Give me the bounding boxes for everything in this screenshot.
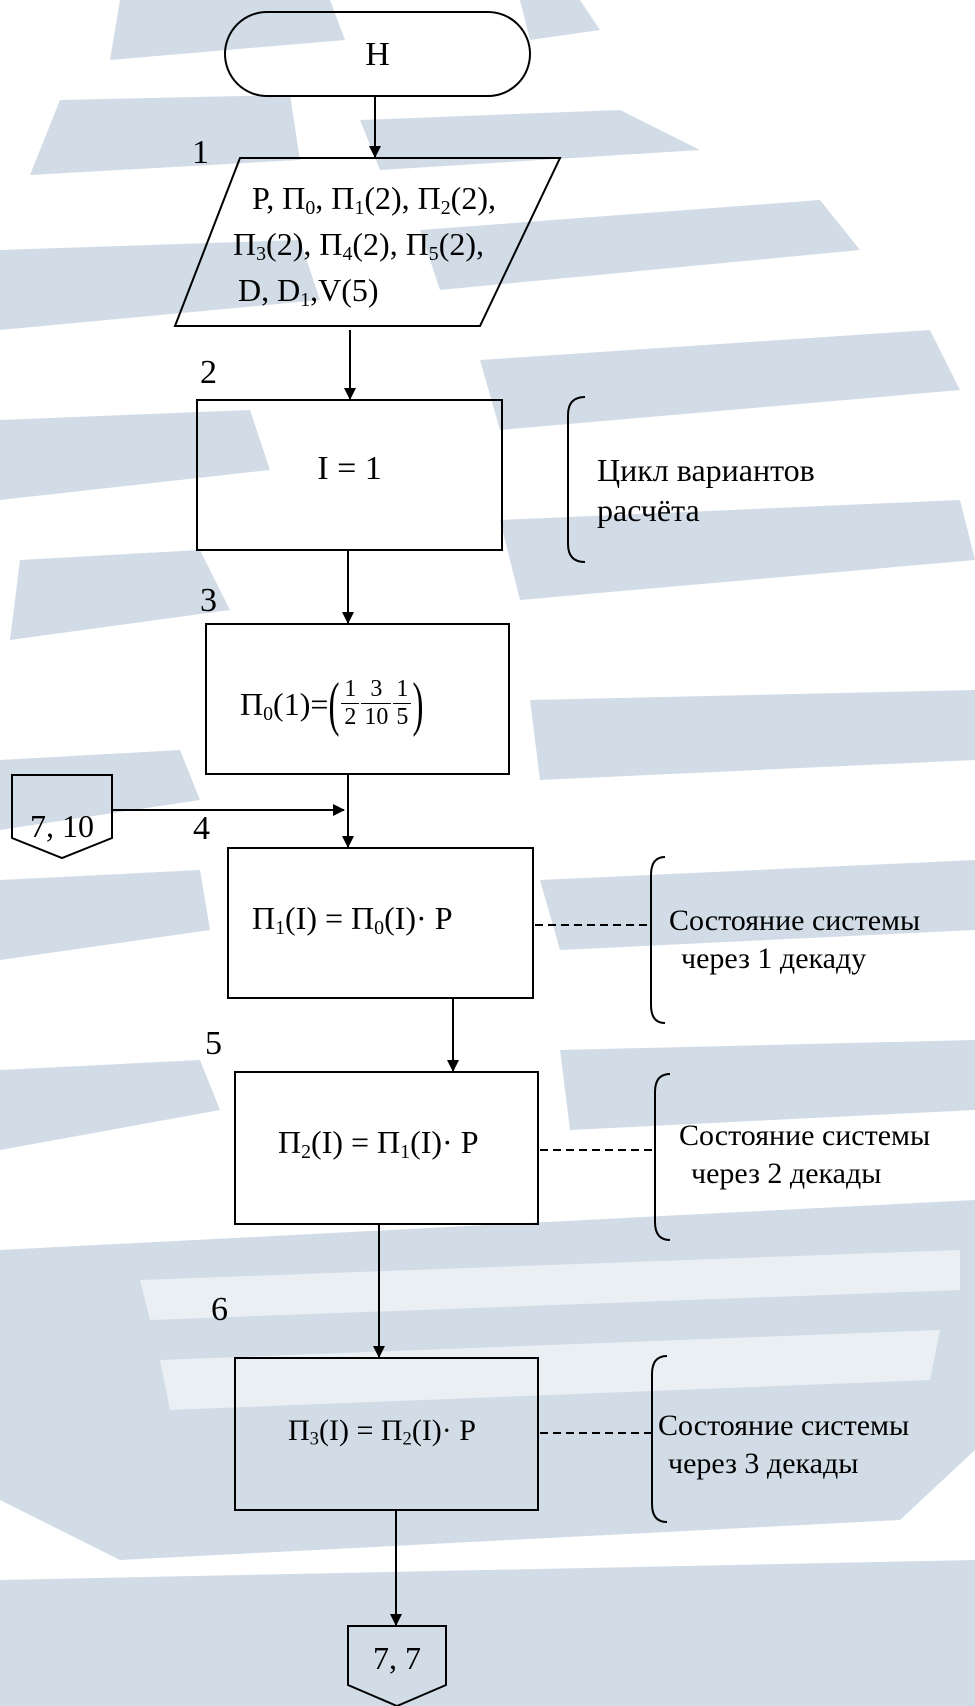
block-4-number: 4 <box>193 810 210 847</box>
block-3-shape <box>205 623 510 775</box>
watermark-sail-14 <box>560 1040 975 1130</box>
block-3-number: 3 <box>200 582 217 619</box>
block-2-shape <box>196 399 503 551</box>
block-6-number: 6 <box>211 1291 228 1328</box>
block-6-formula: Π3(I) = Π2(I)· P <box>288 1414 476 1450</box>
state1-note-line-2: через 1 декаду <box>681 942 867 975</box>
watermark-sail-top <box>110 0 345 60</box>
watermark-sail-7 <box>10 550 230 640</box>
loop-note: Цикл вариантов расчёта <box>597 450 815 530</box>
watermark-sail-9 <box>0 750 200 830</box>
state3-note: Состояние системы через 3 декады <box>658 1407 909 1483</box>
watermark-sail-5 <box>0 410 270 500</box>
incoming-connector-label: 7, 10 <box>30 808 94 844</box>
state2-bracket <box>654 1073 671 1241</box>
outgoing-connector-label: 7, 7 <box>373 1640 421 1676</box>
block-4-shape <box>227 847 534 999</box>
start-label: Н <box>365 36 390 73</box>
state3-bracket <box>651 1355 668 1523</box>
incoming-connector-shape <box>11 774 113 860</box>
block-2-number: 2 <box>200 354 217 391</box>
state1-bracket <box>650 856 666 1024</box>
watermark-sail-6 <box>480 330 960 430</box>
watermark-sail-11 <box>0 870 210 960</box>
block-6-shape <box>234 1357 539 1511</box>
block-5-formula: Π2(I) = Π1(I)· P <box>278 1124 479 1163</box>
watermark-mast-top <box>520 0 600 40</box>
watermark-sail-2 <box>360 110 700 170</box>
state3-note-line-2: через 3 декады <box>668 1447 859 1480</box>
loop-bracket <box>567 396 586 563</box>
start-terminator-shape <box>224 11 531 97</box>
block-4-formula: Π1(I) = Π0(I)· P <box>252 900 453 939</box>
block-1-number: 1 <box>192 134 209 171</box>
watermark-sail-12 <box>540 860 975 950</box>
state1-note-line-1: Состояние системы <box>669 904 921 937</box>
state2-note-line-1: Состояние системы <box>679 1119 931 1152</box>
block-1-line-2: Π3(2), Π4(2), Π5(2), <box>233 226 485 265</box>
loop-note-line-2: расчёта <box>597 492 700 528</box>
block-1-line-3: D, D1,V(5) <box>238 272 379 311</box>
state1-note: Состояние системы через 1 декаду <box>669 902 920 978</box>
outgoing-connector-shape <box>347 1625 447 1706</box>
state2-note-line-2: через 2 декады <box>691 1157 882 1190</box>
block-5-number: 5 <box>205 1025 222 1062</box>
watermark-keel <box>0 1560 975 1706</box>
block-1-line-1: P, Π0, Π1(2), Π2(2), <box>252 180 496 219</box>
watermark-sail-3 <box>0 240 320 330</box>
watermark-sail-1 <box>30 95 300 175</box>
watermark-sail-10 <box>530 690 975 780</box>
block-1-io-shape <box>173 157 562 327</box>
block-5-shape <box>234 1071 539 1225</box>
block-2-text: I = 1 <box>317 450 382 487</box>
state3-note-line-1: Состояние системы <box>658 1409 910 1442</box>
watermark-sail-8 <box>500 500 975 600</box>
loop-note-line-1: Цикл вариантов <box>597 452 815 488</box>
watermark-sail-13 <box>0 1060 220 1150</box>
state2-note: Состояние системы через 2 декады <box>679 1117 930 1193</box>
